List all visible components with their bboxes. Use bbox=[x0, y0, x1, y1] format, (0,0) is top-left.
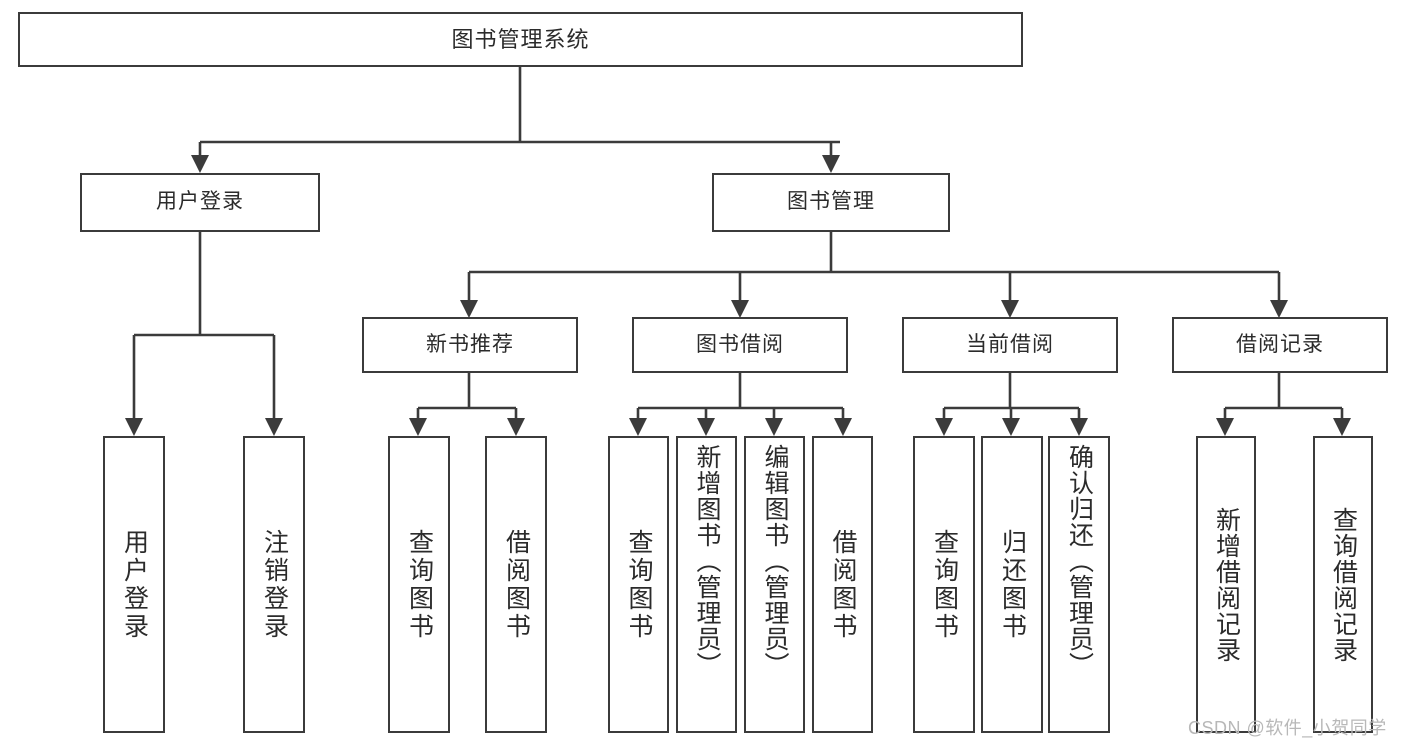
node-leaf-add-book-admin[interactable]: 新增图书（管理员） bbox=[676, 436, 737, 733]
node-leaf-return-book[interactable]: 归还图书 bbox=[981, 436, 1043, 733]
node-borrow-record[interactable]: 借阅记录 bbox=[1172, 317, 1388, 373]
node-leaf-query-book-bb-label: 查询图书 bbox=[625, 528, 653, 641]
node-current-borrow-label: 当前借阅 bbox=[966, 332, 1054, 356]
watermark-csdn: CSDN @软件_小贺同学 bbox=[1188, 714, 1387, 740]
node-leaf-query-book-cb-label: 查询图书 bbox=[930, 528, 959, 641]
node-leaf-add-book-admin-label: 新增图书（管理员） bbox=[693, 444, 721, 678]
node-leaf-confirm-return-admin[interactable]: 确认归还（管理员） bbox=[1048, 436, 1110, 733]
node-leaf-borrow-book-nbr[interactable]: 借阅图书 bbox=[485, 436, 547, 733]
node-user-login[interactable]: 用户登录 bbox=[80, 173, 320, 232]
node-leaf-user-login[interactable]: 用户登录 bbox=[103, 436, 165, 733]
node-root-label: 图书管理系统 bbox=[451, 26, 590, 52]
node-leaf-edit-book-admin[interactable]: 编辑图书（管理员） bbox=[744, 436, 805, 733]
node-leaf-return-book-label: 归还图书 bbox=[998, 528, 1027, 641]
node-leaf-borrow-book-nbr-label: 借阅图书 bbox=[502, 528, 531, 641]
node-leaf-add-borrow-record-label: 新增借阅记录 bbox=[1212, 506, 1241, 663]
node-leaf-borrow-book-bb[interactable]: 借阅图书 bbox=[812, 436, 873, 733]
node-book-borrow-label: 图书借阅 bbox=[696, 332, 784, 356]
node-borrow-record-label: 借阅记录 bbox=[1236, 332, 1324, 356]
node-leaf-query-book-cb[interactable]: 查询图书 bbox=[913, 436, 975, 733]
node-book-borrow[interactable]: 图书借阅 bbox=[632, 317, 848, 373]
node-leaf-confirm-return-admin-label: 确认归还（管理员） bbox=[1065, 444, 1094, 678]
node-leaf-query-borrow-record-label: 查询借阅记录 bbox=[1329, 506, 1358, 663]
node-leaf-query-book-nbr-label: 查询图书 bbox=[405, 528, 434, 641]
node-current-borrow[interactable]: 当前借阅 bbox=[902, 317, 1118, 373]
watermark-text: CSDN @软件_小贺同学 bbox=[1188, 718, 1387, 738]
node-new-book-recommend[interactable]: 新书推荐 bbox=[362, 317, 578, 373]
node-leaf-query-borrow-record[interactable]: 查询借阅记录 bbox=[1313, 436, 1373, 733]
node-book-management[interactable]: 图书管理 bbox=[712, 173, 950, 232]
node-leaf-logout[interactable]: 注销登录 bbox=[243, 436, 305, 733]
node-leaf-edit-book-admin-label: 编辑图书（管理员） bbox=[761, 444, 789, 678]
node-leaf-add-borrow-record[interactable]: 新增借阅记录 bbox=[1196, 436, 1256, 733]
node-leaf-user-login-label: 用户登录 bbox=[120, 528, 149, 641]
node-leaf-query-book-bb[interactable]: 查询图书 bbox=[608, 436, 669, 733]
node-leaf-query-book-nbr[interactable]: 查询图书 bbox=[388, 436, 450, 733]
node-leaf-logout-label: 注销登录 bbox=[260, 528, 289, 641]
node-book-management-label: 图书管理 bbox=[787, 190, 875, 214]
node-root[interactable]: 图书管理系统 bbox=[18, 12, 1023, 67]
node-leaf-borrow-book-bb-label: 借阅图书 bbox=[829, 528, 857, 641]
node-new-book-recommend-label: 新书推荐 bbox=[426, 332, 514, 356]
node-user-login-label: 用户登录 bbox=[156, 190, 244, 214]
